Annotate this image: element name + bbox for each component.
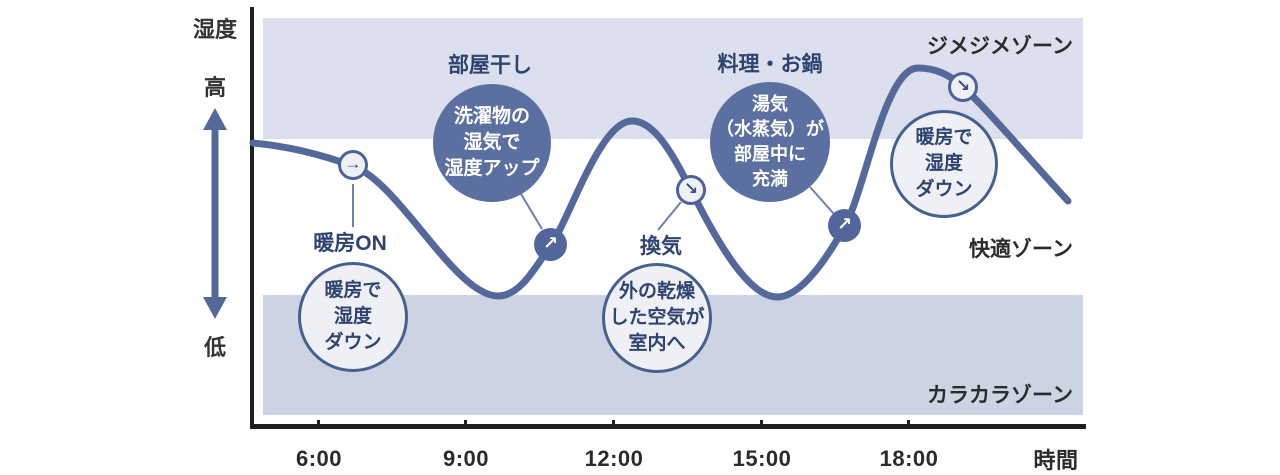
bubble-line: ダウン bbox=[915, 179, 973, 201]
bubble-line: 充満 bbox=[752, 169, 788, 190]
bubble-heating-down-2: 暖房で 湿度 ダウン bbox=[890, 110, 998, 218]
bubble-line: 外の乾燥 bbox=[618, 280, 695, 302]
bubble-line: 湿度 bbox=[924, 152, 963, 174]
arrow-down-right-icon: ↘ bbox=[683, 179, 699, 198]
event-title-ventilation: 換気 bbox=[640, 235, 682, 258]
marker-cooking: ↗ bbox=[828, 209, 861, 242]
zone-label-humid: ジメジメゾーン bbox=[927, 35, 1073, 58]
x-tick-label: 15:00 bbox=[732, 446, 792, 471]
zone-label-dry: カラカラゾーン bbox=[927, 384, 1073, 407]
event-title-cooking: 料理・お鍋 bbox=[717, 53, 823, 76]
marker-heating-on: → bbox=[338, 150, 368, 180]
x-tick-label: 12:00 bbox=[584, 446, 644, 471]
bubble-line: 湿気で bbox=[463, 131, 521, 153]
x-tick-label: 9:00 bbox=[442, 446, 490, 471]
x-tick-mark bbox=[760, 420, 763, 424]
x-tick-label: 6:00 bbox=[295, 446, 343, 471]
x-axis-title: 時間 bbox=[1033, 448, 1079, 473]
marker-room-drying: ↗ bbox=[534, 228, 567, 261]
y-axis-high-label: 高 bbox=[203, 75, 227, 100]
arrow-right-icon: → bbox=[344, 154, 362, 173]
x-tick-label: 18:00 bbox=[879, 446, 939, 471]
bubble-line: 暖房で bbox=[915, 126, 973, 148]
bubble-laundry-humidity-up: 洗濯物の 湿気で 湿度アップ bbox=[433, 84, 551, 202]
arrow-up-right-icon: ↗ bbox=[836, 214, 853, 234]
arrow-down-right-icon: ↘ bbox=[955, 76, 971, 95]
y-axis-low-label: 低 bbox=[203, 335, 227, 360]
x-tick-mark bbox=[907, 420, 910, 424]
bubble-line: 湯気 bbox=[752, 93, 788, 114]
x-tick-mark bbox=[612, 420, 615, 424]
bubble-line: 室内へ bbox=[628, 333, 686, 355]
bubble-heating-down-1: 暖房で 湿度 ダウン bbox=[298, 262, 408, 372]
bubble-line: ダウン bbox=[324, 332, 382, 354]
bubble-line: 湿度 bbox=[333, 305, 372, 327]
bubble-line: 部屋中に bbox=[734, 144, 806, 164]
y-axis-title: 湿度 bbox=[192, 17, 238, 42]
bubble-steam-fills-room: 湯気 （水蒸気）が 部屋中に 充満 bbox=[710, 82, 830, 202]
event-title-room-drying: 部屋干し bbox=[448, 54, 532, 77]
event-title-heating-on: 暖房ON bbox=[313, 232, 387, 255]
bubble-line: した空気が bbox=[609, 306, 705, 328]
bubble-dry-air-in: 外の乾燥 した空気が 室内へ bbox=[602, 263, 712, 373]
x-axis-line bbox=[250, 424, 1086, 429]
bubble-line: 湿度アップ bbox=[444, 158, 540, 180]
zone-label-comfort: 快適ゾーン bbox=[969, 238, 1073, 261]
arrow-up-right-icon: ↗ bbox=[542, 233, 559, 253]
humidity-axis-arrow-icon bbox=[203, 108, 227, 319]
bubble-line: 暖房で bbox=[324, 279, 382, 301]
bubble-line: （水蒸気）が bbox=[716, 118, 824, 139]
marker-heating-down: ↘ bbox=[948, 72, 978, 102]
bubble-line: 洗濯物の bbox=[453, 105, 530, 127]
marker-ventilation: ↘ bbox=[676, 175, 706, 205]
x-tick-mark bbox=[317, 420, 320, 424]
x-tick-mark bbox=[464, 420, 467, 424]
y-axis-line bbox=[250, 7, 254, 428]
